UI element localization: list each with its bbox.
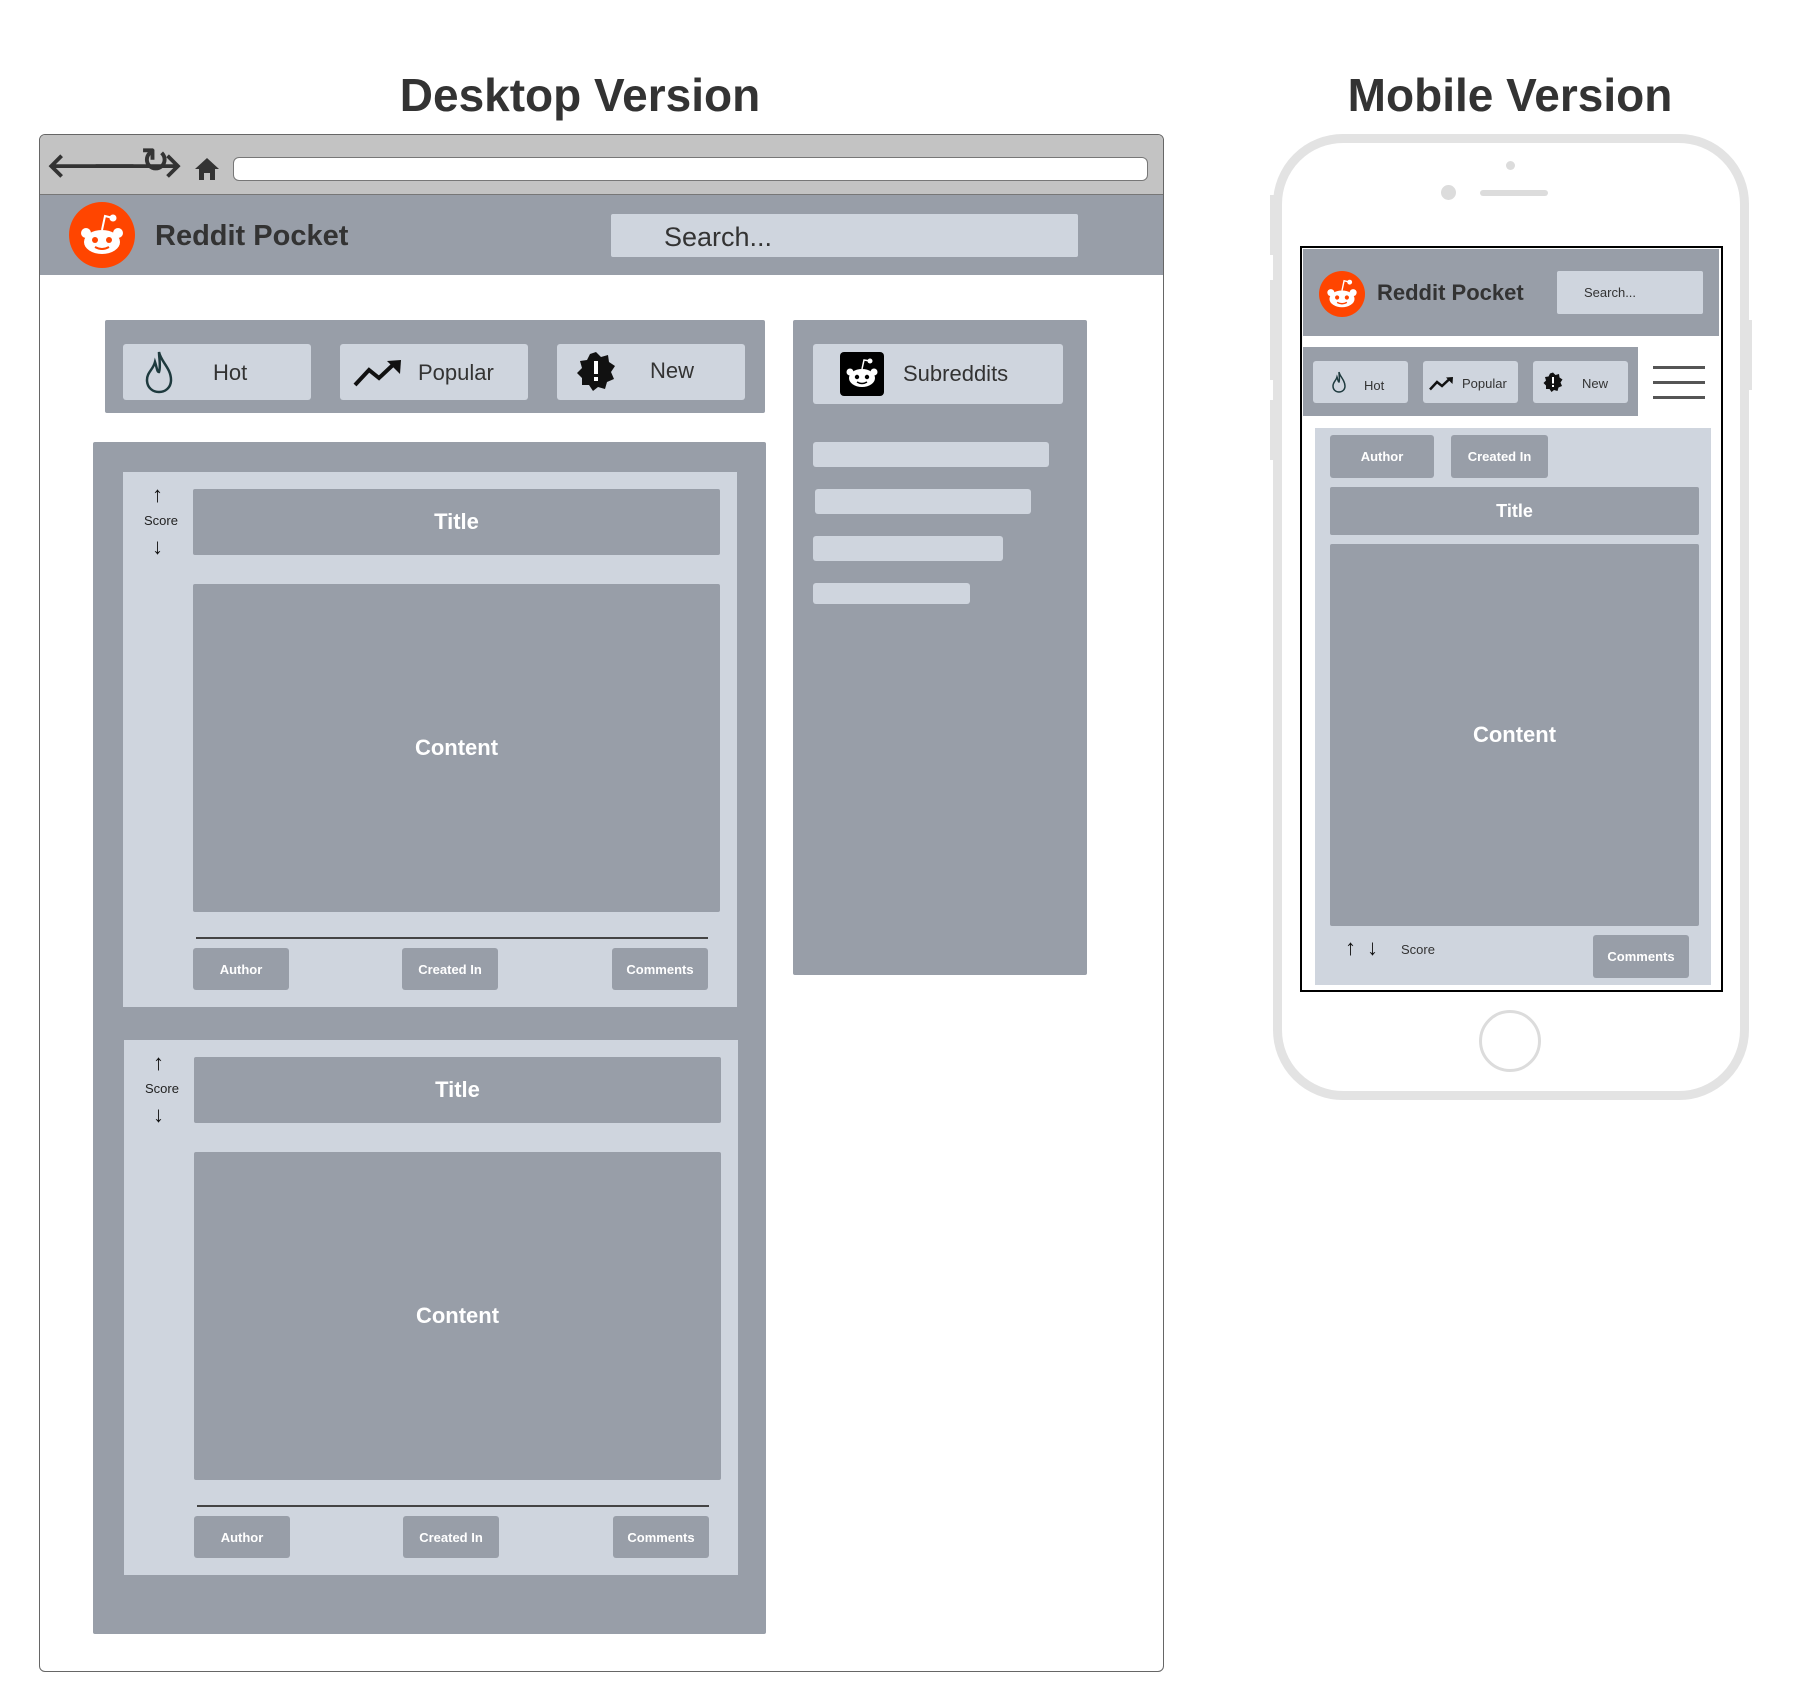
reload-icon[interactable]: ↻	[141, 142, 170, 180]
divider	[197, 1505, 709, 1507]
reddit-icon	[840, 352, 884, 396]
mobile-heading: Mobile Version	[1347, 69, 1673, 121]
subreddit-placeholder[interactable]	[813, 442, 1049, 467]
tab-popular[interactable]: Popular	[1423, 361, 1518, 403]
post-score: Score	[1401, 942, 1435, 957]
comments-button[interactable]: Comments	[1593, 935, 1689, 978]
phone-screen: Reddit Pocket Search... Hot Popular New	[1300, 246, 1723, 992]
search-input[interactable]: Search...	[611, 214, 1078, 257]
trending-up-icon	[1429, 376, 1455, 391]
search-placeholder: Search...	[664, 222, 773, 252]
mobile-app-header: Reddit Pocket Search...	[1303, 249, 1719, 336]
address-bar[interactable]	[233, 157, 1148, 181]
desktop-heading: Desktop Version	[399, 69, 761, 121]
tab-new[interactable]: New	[557, 344, 745, 400]
post-card: ↑ Score ↓ Title Content Author Created I…	[123, 472, 737, 1007]
post-content: Content	[194, 1152, 721, 1480]
comments-button[interactable]: Comments	[613, 1516, 709, 1558]
tab-hot[interactable]: Hot	[1313, 361, 1408, 403]
phone-side-button	[1270, 400, 1275, 460]
mobile-sort-tabs-bar: Hot Popular New	[1303, 347, 1638, 416]
phone-side-button	[1270, 280, 1275, 380]
tab-hot-label: Hot	[213, 360, 248, 385]
reddit-logo-icon	[1319, 271, 1365, 317]
home-icon[interactable]	[194, 157, 220, 181]
post-content: Content	[1330, 544, 1699, 926]
upvote-arrow-icon[interactable]: ↑	[153, 1050, 164, 1075]
subreddit-placeholder[interactable]	[813, 583, 970, 604]
mobile-post-card: Author Created In Title Content ↑ ↓ Scor…	[1315, 428, 1711, 985]
new-badge-icon	[576, 351, 616, 391]
post-content: Content	[193, 584, 720, 912]
subreddit-placeholder[interactable]	[815, 489, 1031, 514]
desktop-browser-window: 🡐 🡒 ↻ Reddit Pocket Search... Hot Popula…	[39, 134, 1164, 1672]
tab-new[interactable]: New	[1533, 361, 1628, 403]
flame-icon	[143, 350, 175, 394]
tab-new-label: New	[650, 358, 695, 383]
created-in-button[interactable]: Created In	[402, 948, 498, 990]
divider	[196, 937, 708, 939]
created-in-button[interactable]: Created In	[1451, 435, 1548, 478]
hamburger-menu-icon[interactable]	[1653, 366, 1705, 406]
subreddits-label: Subreddits	[903, 361, 1009, 386]
author-button[interactable]: Author	[193, 948, 289, 990]
search-placeholder: Search...	[1584, 285, 1637, 300]
trending-up-icon	[353, 358, 405, 388]
sort-tabs-bar: Hot Popular New	[105, 320, 765, 413]
app-title: Reddit Pocket	[1377, 280, 1524, 305]
comments-button[interactable]: Comments	[612, 948, 708, 990]
phone-speaker-dot	[1506, 161, 1515, 170]
downvote-arrow-icon[interactable]: ↓	[1367, 935, 1378, 960]
phone-camera	[1441, 185, 1456, 200]
phone-home-button[interactable]	[1479, 1010, 1541, 1072]
tab-new-label: New	[1582, 376, 1609, 391]
reddit-logo-icon	[69, 202, 135, 268]
phone-side-button	[1747, 320, 1752, 390]
phone-speaker	[1480, 190, 1548, 196]
phone-side-button	[1270, 195, 1275, 255]
subreddit-placeholder[interactable]	[813, 536, 1003, 561]
app-title: Reddit Pocket	[155, 220, 349, 252]
post-title[interactable]: Title	[194, 1057, 721, 1123]
search-input[interactable]: Search...	[1557, 271, 1703, 314]
upvote-arrow-icon[interactable]: ↑	[152, 482, 163, 507]
tab-popular[interactable]: Popular	[340, 344, 528, 400]
downvote-arrow-icon[interactable]: ↓	[153, 1102, 164, 1127]
back-arrow-icon[interactable]: 🡐	[46, 147, 138, 185]
subreddits-button[interactable]: Subreddits	[813, 344, 1063, 404]
post-score: Score	[144, 513, 178, 528]
forward-arrow-icon[interactable]: 🡒	[92, 147, 184, 185]
tab-popular-label: Popular	[1462, 376, 1507, 391]
posts-feed: ↑ Score ↓ Title Content Author Created I…	[93, 442, 766, 1634]
subreddits-sidebar: Subreddits	[793, 320, 1087, 975]
app-header: Reddit Pocket Search...	[40, 195, 1163, 275]
tab-hot[interactable]: Hot	[123, 344, 311, 400]
author-button[interactable]: Author	[194, 1516, 290, 1558]
browser-toolbar: 🡐 🡒 ↻	[40, 135, 1163, 195]
flame-icon	[1331, 371, 1347, 393]
post-title[interactable]: Title	[1330, 487, 1699, 535]
upvote-arrow-icon[interactable]: ↑	[1345, 935, 1356, 960]
post-card: ↑ Score ↓ Title Content Author Created I…	[124, 1040, 738, 1575]
post-score: Score	[145, 1081, 179, 1096]
created-in-button[interactable]: Created In	[403, 1516, 499, 1558]
tab-popular-label: Popular	[418, 360, 494, 385]
new-badge-icon	[1543, 372, 1563, 392]
downvote-arrow-icon[interactable]: ↓	[152, 534, 163, 559]
post-title[interactable]: Title	[193, 489, 720, 555]
tab-hot-label: Hot	[1364, 378, 1385, 393]
author-button[interactable]: Author	[1330, 435, 1434, 478]
